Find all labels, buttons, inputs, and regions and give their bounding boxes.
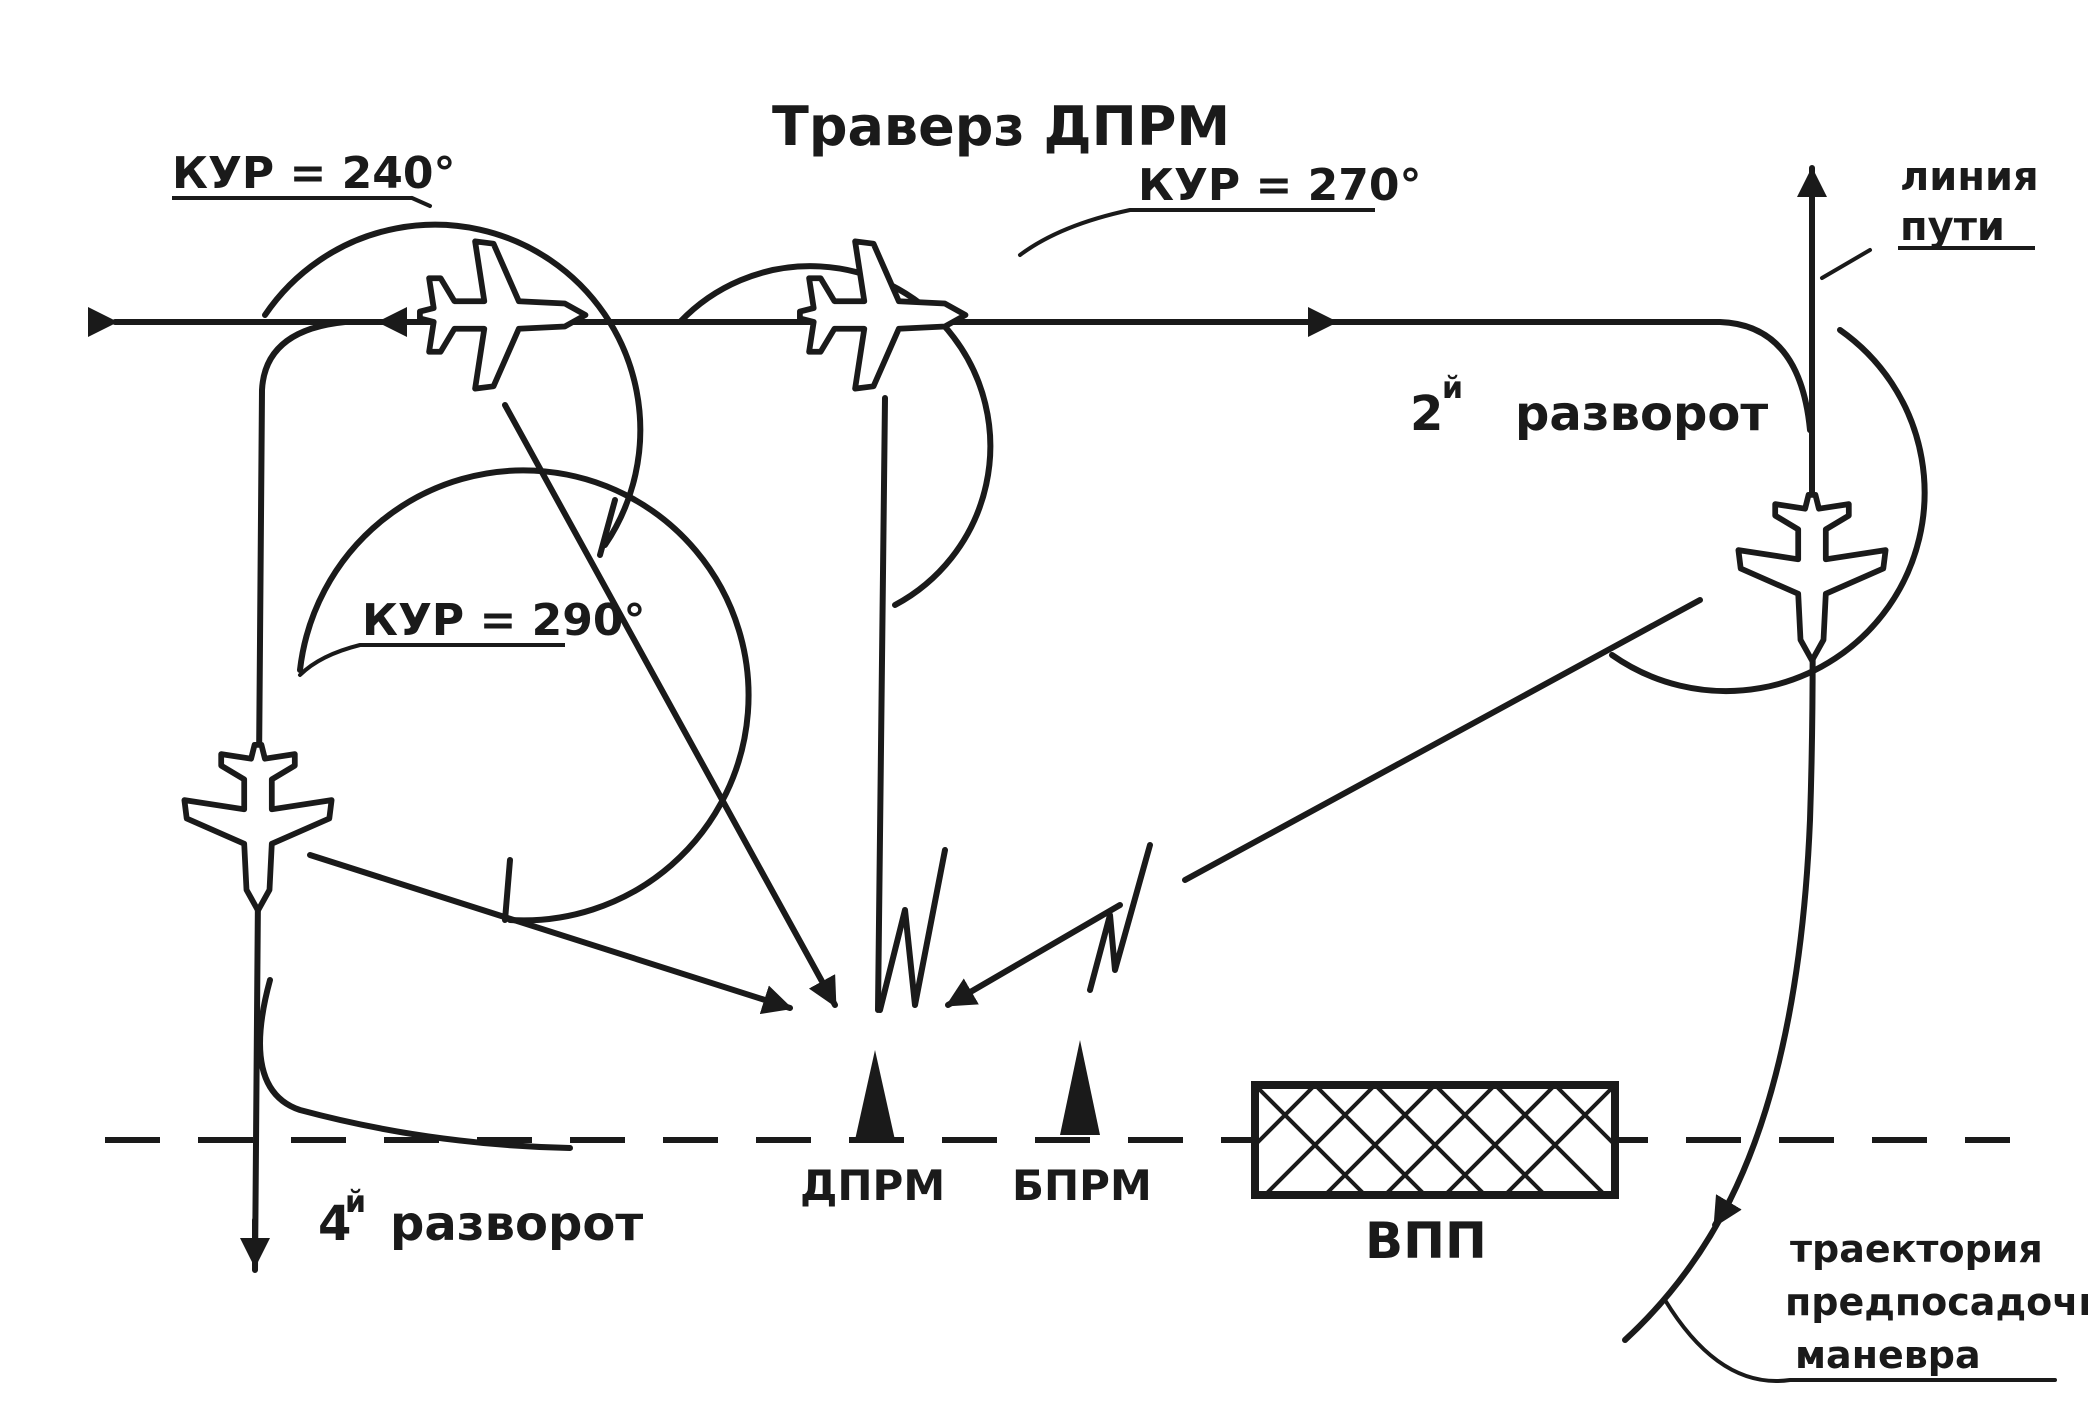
bearing-line-1 [502,402,838,1008]
trajectory-label-1: траектория [1790,1227,2043,1271]
line-of-path-label-1: линия [1900,154,2039,200]
bearing-line-4 [1182,597,1703,883]
circle-kur-240 [262,221,644,548]
kur-290-label: КУР = 290° [362,595,646,646]
fourth-turn-word: разворот [390,1196,643,1252]
aircraft-icon-kur-270 [800,241,966,388]
trajectory-label-2: предпосадочного [1785,1280,2088,1324]
dprm-label: ДПРМ [800,1161,945,1210]
dprm-beacon-icon [855,1050,895,1140]
pre-landing-trajectory [1622,557,1816,1343]
traverse-label: Траверз ДПРМ [772,95,1230,158]
second-turn-number: 2 [1410,386,1443,442]
vpp-label: ВПП [1365,1212,1487,1270]
circle-kur-290 [297,467,752,924]
runway-box [1251,1081,1619,1199]
second-turn-word: разворот [1515,386,1768,442]
line-of-path-label-2: пути [1900,204,2005,250]
circle-kur-270 [677,263,994,608]
trajectory-label-3: маневра [1795,1333,1981,1377]
bprm-signal-zigzag [1087,842,1153,993]
fourth-turn-path [252,319,348,1273]
dprm-signal-zigzag [877,847,948,1013]
fourth-turn-number: 4 [318,1196,351,1252]
fourth-turn-sup: й [345,1185,366,1220]
kur-270-label: КУР = 270° [1138,160,1422,211]
aircraft-icon-kur-290 [184,745,331,911]
second-turn-sup: й [1442,371,1463,406]
bprm-label: БПРМ [1012,1161,1152,1210]
circle-turn-2 [1609,327,1928,694]
aircraft-icon-kur-240 [420,241,586,388]
bearing-line-2 [875,395,888,1013]
bearing-line-3 [307,852,793,1015]
kur-240-label: КУР = 240° [172,148,456,199]
bprm-beacon-icon [1060,1040,1100,1135]
downwind-leg-line [88,307,1813,433]
